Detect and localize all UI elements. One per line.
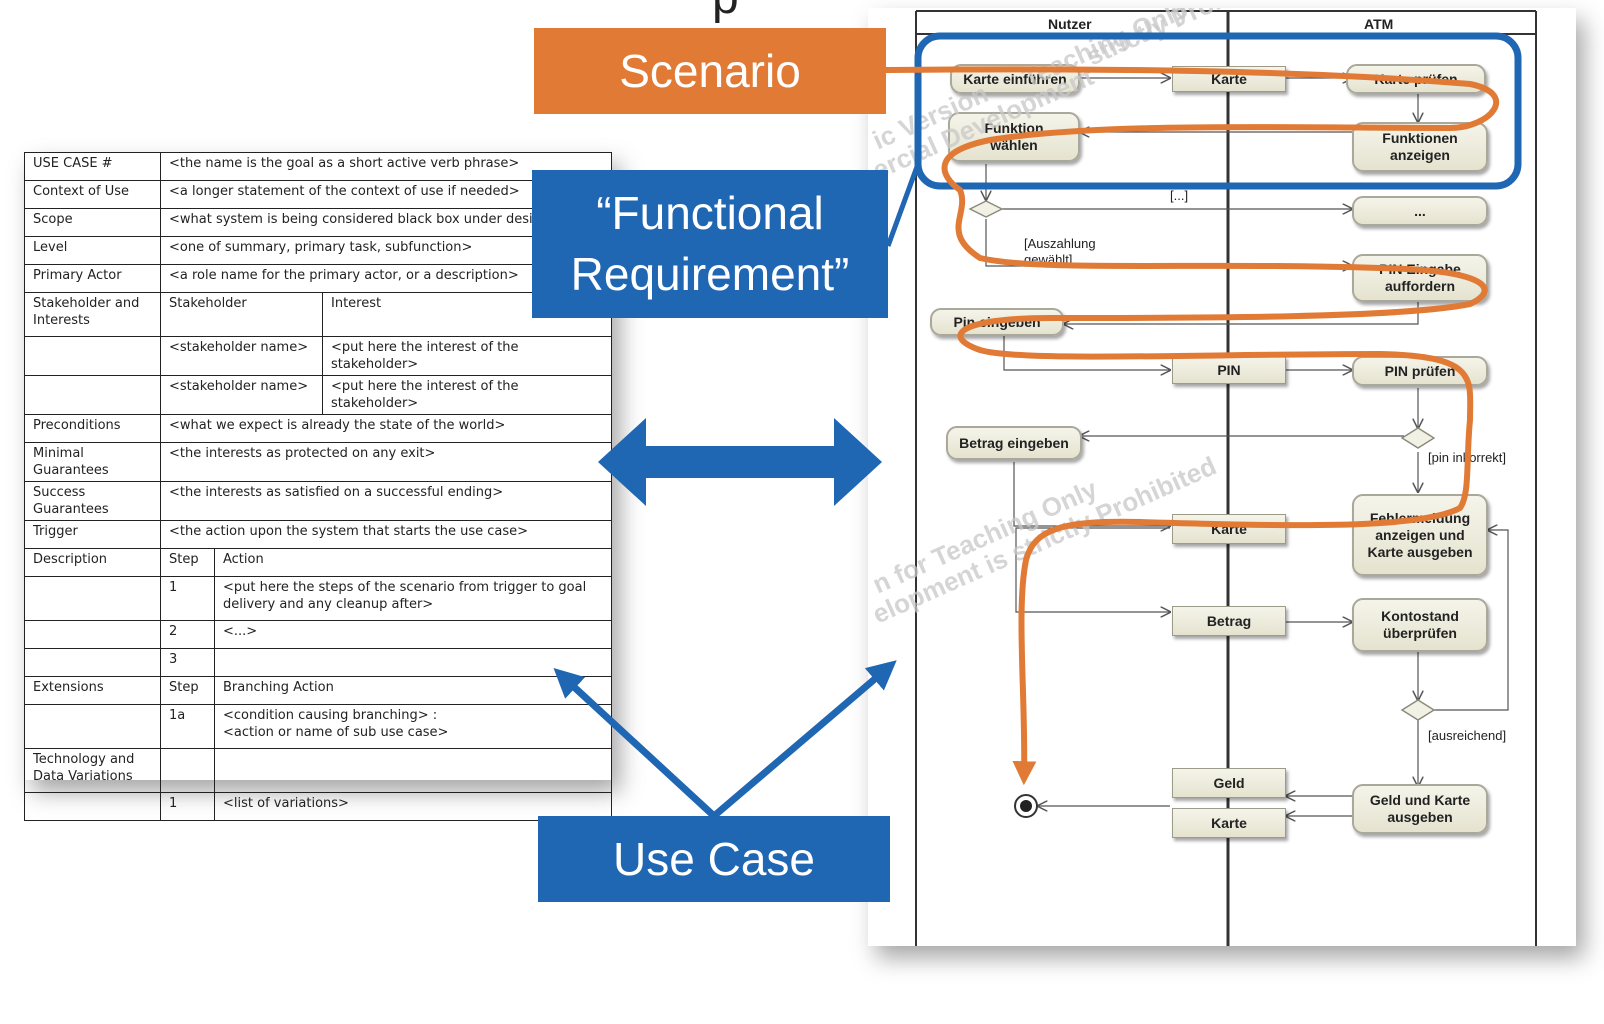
- table-row: Technology and Data Variations: [24, 748, 612, 793]
- use-case-label: Use Case: [538, 816, 890, 902]
- title-fragment: p: [712, 0, 739, 25]
- use-case-template-table: USE CASE # <the name is the goal as a sh…: [24, 152, 612, 821]
- object-pin: PIN: [1172, 356, 1286, 384]
- table-row: 1 <put here the steps of the scenario fr…: [24, 576, 612, 621]
- double-arrow: [598, 418, 882, 506]
- table-row: <stakeholder name> <put here the interes…: [24, 375, 612, 415]
- use-case-arrow-right: [711, 660, 897, 819]
- row-label: Technology and Data Variations: [24, 748, 161, 793]
- table-row: Preconditions <what we expect is already…: [24, 414, 612, 443]
- empty-cell: [160, 748, 215, 793]
- stakeholder-name: <stakeholder name>: [160, 336, 323, 376]
- table-row: Extensions Step Branching Action: [24, 676, 612, 705]
- row-label: USE CASE #: [24, 152, 161, 181]
- empty-cell: [24, 576, 161, 621]
- row-value: <what we expect is already the state of …: [160, 414, 612, 443]
- empty-cell: [24, 792, 161, 821]
- row-label: Stakeholder and Interests: [24, 292, 161, 337]
- functional-requirement-label: “Functional Requirement”: [532, 170, 888, 318]
- action-kontostand-pruefen: Kontostand überprüfen: [1352, 598, 1488, 652]
- fr-connector-line: [885, 163, 921, 247]
- object-karte: Karte: [1172, 808, 1286, 838]
- row-label: Description: [24, 548, 161, 577]
- row-label: Primary Actor: [24, 264, 161, 293]
- object-geld: Geld: [1172, 768, 1286, 798]
- row-value: <the action upon the system that starts …: [160, 520, 612, 549]
- use-case-arrow-left: [553, 668, 717, 819]
- table-row: 1a <condition causing branching> : <acti…: [24, 704, 612, 749]
- table-row: 1 <list of variations>: [24, 792, 612, 821]
- stakeholder-interest: <put here the interest of the stakeholde…: [322, 375, 612, 415]
- step-action: <put here the steps of the scenario from…: [214, 576, 612, 621]
- row-value: <the interests as satisfied on a success…: [160, 481, 612, 521]
- scenario-label: Scenario: [534, 28, 886, 114]
- column-header: Step: [160, 548, 215, 577]
- column-header: Step: [160, 676, 215, 705]
- step-number: 1: [160, 792, 215, 821]
- table-row: <stakeholder name> <put here the interes…: [24, 336, 612, 376]
- empty-cell: [24, 704, 161, 749]
- stakeholder-interest: <put here the interest of the stakeholde…: [322, 336, 612, 376]
- guard-dots: [...]: [1170, 188, 1189, 203]
- empty-cell: [214, 748, 612, 793]
- row-label: Extensions: [24, 676, 161, 705]
- scenario-path: [883, 66, 1499, 786]
- lane-header-nutzer: Nutzer: [1048, 16, 1092, 32]
- step-number: 3: [160, 648, 215, 677]
- column-header: Branching Action: [214, 676, 612, 705]
- step-action: <...>: [214, 620, 612, 649]
- table-row: Trigger <the action upon the system that…: [24, 520, 612, 549]
- functional-requirement-highlight: [914, 32, 1522, 190]
- row-label: Minimal Guarantees: [24, 442, 161, 482]
- step-action: <condition causing branching> : <action …: [214, 704, 612, 749]
- action-geld-und-karte-ausgeben: Geld und Karte ausgeben: [1352, 784, 1488, 834]
- step-number: 1a: [160, 704, 215, 749]
- row-label: Success Guarantees: [24, 481, 161, 521]
- action-dots: ...: [1352, 196, 1488, 226]
- lane-header-atm: ATM: [1364, 16, 1394, 32]
- step-number: 2: [160, 620, 215, 649]
- action-betrag-eingeben: Betrag eingeben: [946, 426, 1082, 460]
- row-label: Level: [24, 236, 161, 265]
- guard-ausreichend: [ausreichend]: [1428, 728, 1507, 743]
- row-label: Context of Use: [24, 180, 161, 209]
- object-betrag: Betrag: [1172, 606, 1286, 636]
- table-row: Success Guarantees <the interests as sat…: [24, 481, 612, 521]
- action-funktion-waehlen: Funktion wählen: [948, 112, 1080, 162]
- table-row: 2 <...>: [24, 620, 612, 649]
